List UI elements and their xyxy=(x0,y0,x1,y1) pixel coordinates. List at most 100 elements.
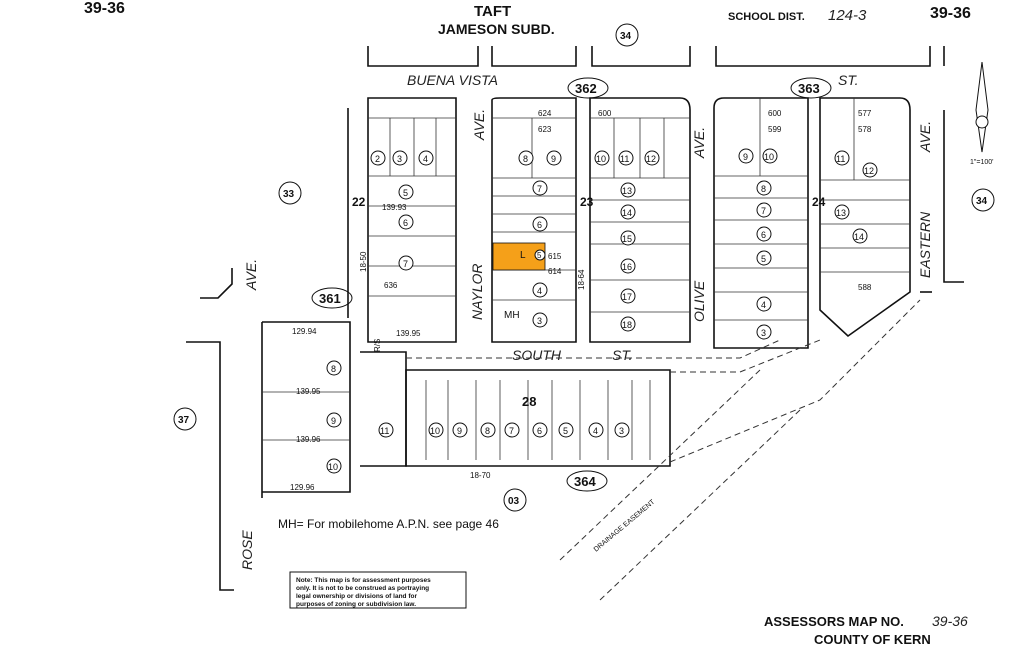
svg-text:14: 14 xyxy=(854,232,864,242)
school-district-value: 124-3 xyxy=(828,7,867,24)
north-arrow-icon: 1"=100' xyxy=(970,61,993,166)
svg-text:14: 14 xyxy=(622,208,632,218)
apn-588: 588 xyxy=(858,283,872,292)
frontage-top-4 xyxy=(715,46,931,67)
block-22: 22 2 3 4 5 6 7 636 139.93 139.95 18-50 xyxy=(352,97,457,343)
street-olive-ave: AVE. xyxy=(691,127,707,159)
apn-600: 600 xyxy=(598,109,612,118)
svg-text:34: 34 xyxy=(620,31,632,42)
note-box: Note: This map is for assessment purpose… xyxy=(289,571,467,609)
street-buena-vista: BUENA VISTA xyxy=(407,72,498,88)
assessors-map-number: 39-36 xyxy=(932,613,968,629)
drainage-easement-line-1 xyxy=(559,369,761,561)
assessors-map-title: ASSESSORS MAP NO. xyxy=(764,614,904,629)
svg-text:5: 5 xyxy=(537,251,542,260)
page-circle-34-right: 34 xyxy=(971,188,995,212)
svg-text:10: 10 xyxy=(328,462,338,472)
svg-text:10: 10 xyxy=(596,154,606,164)
map-number-361: 361 xyxy=(311,287,353,309)
svg-text:4: 4 xyxy=(593,426,598,436)
svg-text:7: 7 xyxy=(403,259,408,269)
svg-text:Note: This map is for assessme: Note: This map is for assessment purpose… xyxy=(296,577,431,584)
svg-text:361: 361 xyxy=(319,291,341,306)
svg-text:3: 3 xyxy=(761,328,766,338)
svg-text:37: 37 xyxy=(178,415,190,426)
svg-text:7: 7 xyxy=(761,206,766,216)
svg-text:6: 6 xyxy=(403,218,408,228)
svg-text:6: 6 xyxy=(537,220,542,230)
svg-text:5: 5 xyxy=(761,254,766,264)
svg-text:legal ownership or divisions o: legal ownership or divisions of land for xyxy=(296,593,417,600)
svg-text:6: 6 xyxy=(537,426,542,436)
street-ave-left: AVE. xyxy=(243,259,259,291)
svg-text:17: 17 xyxy=(622,292,632,302)
dashed-boundary-east xyxy=(670,339,821,373)
svg-text:6: 6 xyxy=(761,230,766,240)
county-name: COUNTY OF KERN xyxy=(814,632,931,647)
block-28-number: 28 xyxy=(522,394,536,409)
svg-text:03: 03 xyxy=(508,496,520,507)
street-naylor-ave: AVE. xyxy=(471,109,487,141)
svg-text:4: 4 xyxy=(537,286,542,296)
svg-text:7: 7 xyxy=(509,426,514,436)
apn-614: 614 xyxy=(548,267,562,276)
svg-text:9: 9 xyxy=(743,152,748,162)
block-22-number: 22 xyxy=(352,195,366,209)
mh-label: MH xyxy=(504,310,520,321)
frontage-top-1 xyxy=(367,46,479,67)
dim-139-93: 139.93 xyxy=(382,203,407,212)
apn-577: 577 xyxy=(858,109,872,118)
apn-578: 578 xyxy=(858,125,872,134)
mh-note: MH= For mobilehome A.P.N. see page 46 xyxy=(278,517,499,531)
block-23-east: 10 11 12 13 14 15 16 17 18 600 xyxy=(589,97,691,343)
svg-text:1"=100': 1"=100' xyxy=(970,159,993,166)
city-name: TAFT xyxy=(474,3,511,20)
svg-text:purposes of zoning or subdivis: purposes of zoning or subdivision law. xyxy=(296,601,416,608)
left-corner-top xyxy=(200,268,233,299)
svg-text:363: 363 xyxy=(798,81,820,96)
apn-600-b24: 600 xyxy=(768,109,782,118)
svg-text:33: 33 xyxy=(283,189,295,200)
apn-599: 599 xyxy=(768,125,782,134)
street-st-top: ST. xyxy=(838,72,859,88)
svg-text:2: 2 xyxy=(375,154,380,164)
drainage-easement-label: DRAINAGE EASEMENT xyxy=(593,498,657,553)
svg-text:8: 8 xyxy=(761,184,766,194)
page-circle-03: 03 xyxy=(503,488,527,512)
svg-text:9: 9 xyxy=(457,426,462,436)
rose-west-edge xyxy=(186,341,234,591)
svg-text:5: 5 xyxy=(403,188,408,198)
block-28: 28 10 9 8 7 6 5 4 3 18-70 xyxy=(405,369,671,480)
svg-text:10: 10 xyxy=(430,426,440,436)
svg-text:10: 10 xyxy=(764,152,774,162)
block-24-east: 577 578 588 11 12 13 14 xyxy=(819,97,911,338)
svg-text:16: 16 xyxy=(622,262,632,272)
dim-rs-west: R/S xyxy=(373,339,382,352)
apn-615: 615 xyxy=(548,252,562,261)
svg-text:9: 9 xyxy=(331,416,336,426)
svg-text:8: 8 xyxy=(331,364,336,374)
street-st-south: ST. xyxy=(612,347,633,363)
map-number-363: 363 xyxy=(790,77,832,99)
page-circle-34-top: 34 xyxy=(615,23,639,47)
dim-129-94: 129.94 xyxy=(292,327,317,336)
street-eastern: EASTERN xyxy=(917,211,933,278)
svg-text:18: 18 xyxy=(622,320,632,330)
svg-text:8: 8 xyxy=(523,154,528,164)
svg-text:13: 13 xyxy=(836,208,846,218)
dim-139-96: 139.96 xyxy=(296,435,321,444)
block-24-west: 600 599 9 10 8 7 6 5 4 3 24 xyxy=(713,97,826,349)
svg-text:L: L xyxy=(520,250,526,261)
west-lot-11: 11 R/S xyxy=(360,339,407,467)
svg-text:only. It is not to be construe: only. It is not to be construed as portr… xyxy=(296,585,429,592)
dashed-boundary-south xyxy=(406,339,781,359)
apn-623: 623 xyxy=(538,125,552,134)
dim-139-95-rose: 139.95 xyxy=(296,387,321,396)
drainage-easement-line-2 xyxy=(599,409,801,601)
svg-text:12: 12 xyxy=(646,154,656,164)
dim-139-95-b22: 139.95 xyxy=(396,329,421,338)
page-circle-37: 37 xyxy=(173,407,197,431)
svg-text:3: 3 xyxy=(537,316,542,326)
block-23-west: L 5 615 614 624 623 23 8 9 7 6 4 3 MH 18… xyxy=(491,97,594,343)
